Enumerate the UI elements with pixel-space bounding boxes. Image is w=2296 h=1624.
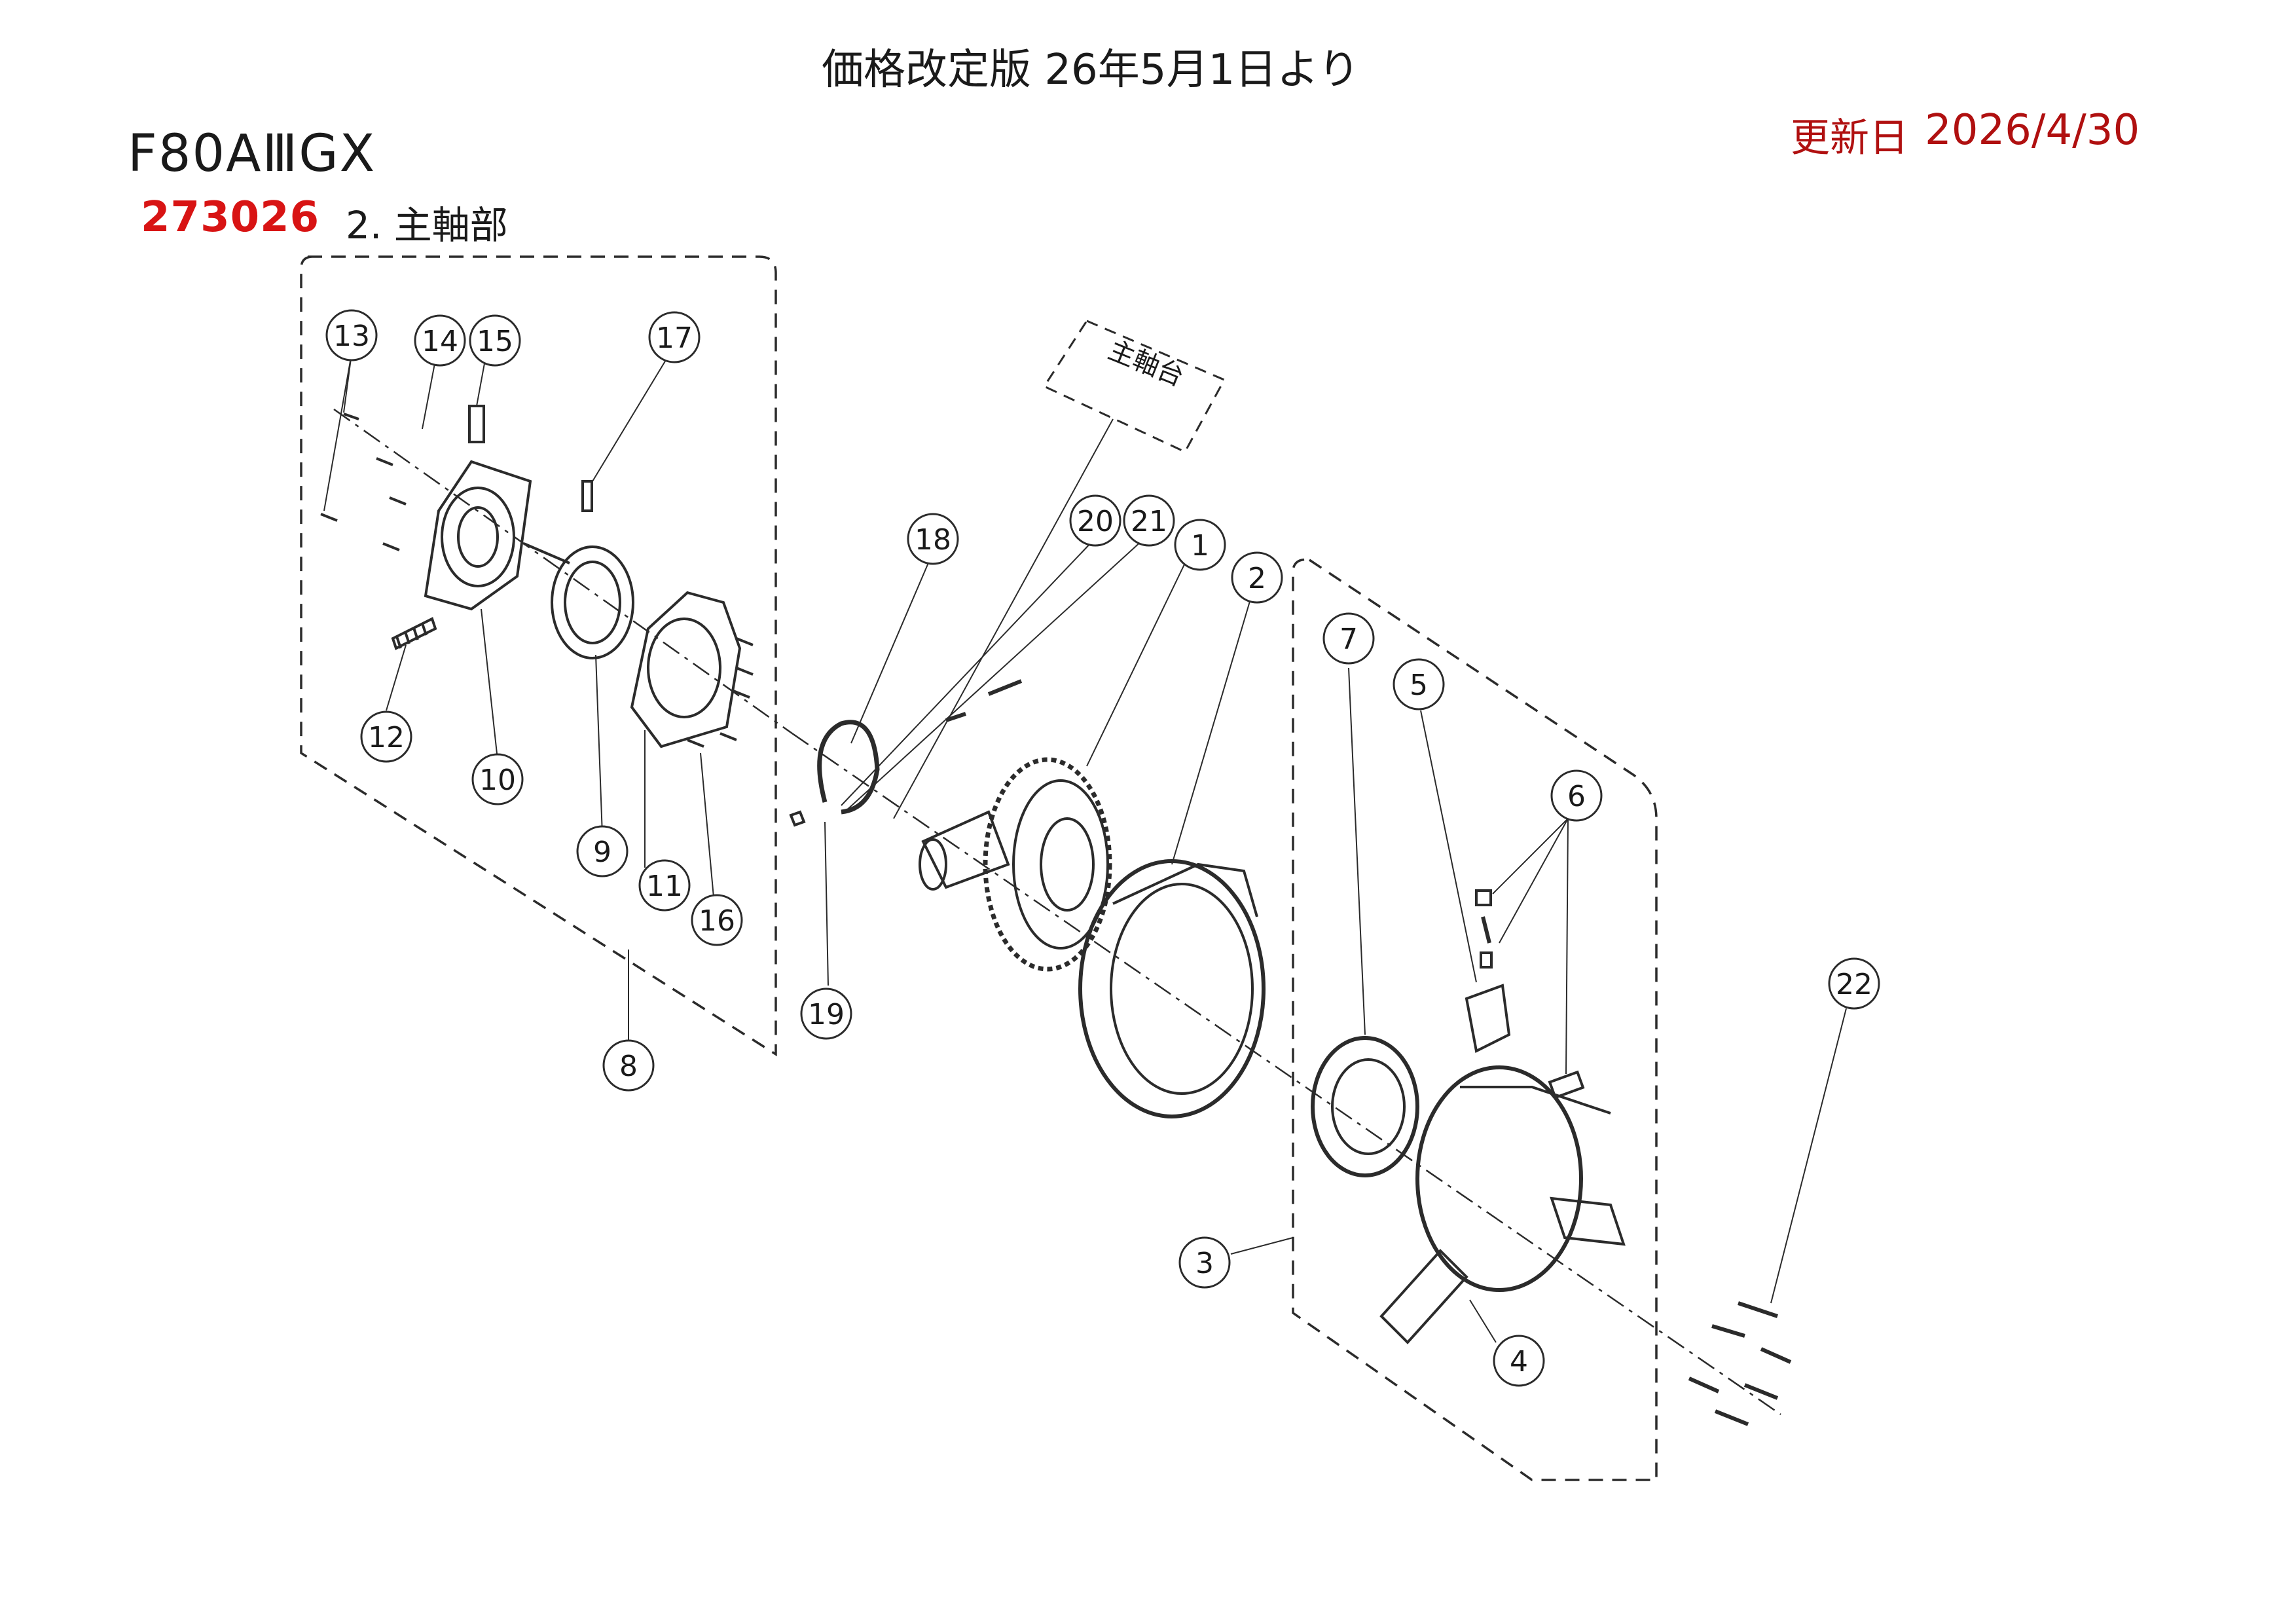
updated-date: 2026/4/30: [1925, 106, 2140, 155]
part-18-snap-ring: [817, 720, 880, 815]
callout-17: 17: [648, 311, 701, 363]
svg-text:2: 2: [1248, 562, 1266, 595]
svg-text:9: 9: [593, 836, 611, 869]
part-20-pin: [945, 712, 966, 722]
part-5-jaw: [1465, 984, 1511, 1053]
svg-text:10: 10: [479, 764, 516, 797]
svg-text:17: 17: [656, 322, 693, 355]
group-8-box: [300, 255, 777, 1057]
svg-text:5: 5: [1410, 669, 1428, 702]
part-11-plate: [630, 591, 742, 748]
callout-4: 4: [1493, 1335, 1545, 1387]
part-code: 273026: [141, 193, 320, 242]
svg-text:4: 4: [1510, 1345, 1528, 1378]
callout-3: 3: [1178, 1236, 1231, 1289]
part-16-bolts: [687, 637, 754, 748]
callout-20: 20: [1069, 494, 1121, 547]
callout-14: 14: [414, 314, 466, 367]
part-19-piece: [789, 810, 806, 827]
callout-21: 21: [1123, 494, 1175, 547]
svg-text:7: 7: [1339, 623, 1358, 656]
svg-text:8: 8: [619, 1050, 638, 1083]
svg-text:12: 12: [368, 721, 405, 754]
part-17-pin: [581, 480, 593, 512]
part-15-key: [468, 405, 485, 443]
callout-18: 18: [907, 513, 959, 565]
part-21-pin: [987, 679, 1023, 696]
part-7-ring: [1311, 1036, 1419, 1177]
headstock-box: [1042, 320, 1226, 453]
part-2-cover: [1078, 859, 1266, 1118]
part-9-ring: [551, 545, 634, 659]
part-4-chuck: [1379, 1065, 1626, 1344]
headstock-label: 主軸台: [1104, 335, 1188, 393]
svg-text:13: 13: [333, 320, 370, 353]
callout-10: 10: [471, 753, 524, 805]
svg-text:18: 18: [915, 523, 951, 557]
svg-text:1: 1: [1191, 529, 1209, 563]
callout-7: 7: [1322, 612, 1375, 665]
part-10-flange: [424, 460, 570, 611]
svg-text:15: 15: [477, 325, 513, 358]
callout-2: 2: [1231, 551, 1283, 604]
svg-text:11: 11: [646, 870, 683, 903]
callout-12: 12: [360, 710, 412, 763]
part-1-spindle-gear: [919, 757, 1112, 972]
price-revision-title: 価格改定版 26年5月1日より: [822, 46, 1360, 94]
callout-16: 16: [691, 894, 743, 946]
svg-text:21: 21: [1131, 505, 1167, 538]
model-name: F80AⅢGX: [128, 124, 376, 183]
svg-text:20: 20: [1077, 505, 1114, 538]
leader-lines: [323, 353, 1847, 1343]
callout-15: 15: [469, 314, 521, 367]
part-22-bolts: [1688, 1301, 1792, 1426]
part-6-set-screw: [1475, 889, 1492, 906]
callout-5: 5: [1393, 658, 1445, 710]
group-3-box: [1292, 558, 1658, 1481]
svg-text:16: 16: [699, 904, 735, 938]
callout-13: 13: [325, 309, 378, 361]
svg-text:19: 19: [808, 998, 845, 1031]
callout-1: 1: [1174, 519, 1226, 571]
callout-19: 19: [800, 987, 852, 1040]
callout-9: 9: [576, 825, 629, 877]
updated-label: 更新日: [1791, 115, 1908, 161]
callout-11: 11: [638, 859, 691, 912]
svg-text:6: 6: [1567, 780, 1586, 813]
section-title: 2. 主軸部: [346, 203, 508, 248]
svg-text:3: 3: [1195, 1247, 1214, 1280]
callouts: 13 14 15 17 12 10 9 11 16 8 18 19 20 21 …: [325, 309, 1880, 1387]
svg-text:22: 22: [1836, 968, 1872, 1001]
svg-text:14: 14: [422, 325, 458, 358]
callout-6: 6: [1550, 769, 1603, 822]
callout-8: 8: [602, 1039, 655, 1092]
part-12-spring: [391, 617, 437, 650]
callout-22: 22: [1828, 957, 1880, 1010]
part-13-bolts: [320, 413, 407, 551]
